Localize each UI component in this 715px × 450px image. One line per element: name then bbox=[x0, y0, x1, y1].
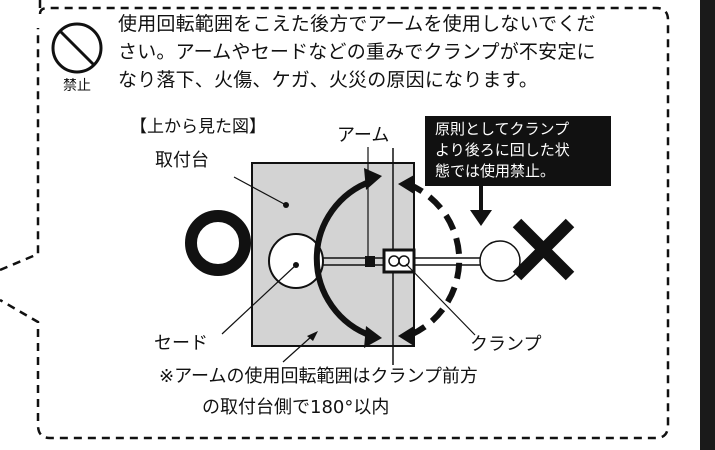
leader-mount-dot bbox=[283, 202, 289, 208]
diagram-title: 【上から見た図】 bbox=[130, 117, 266, 137]
dashed-arc-arrowhead-bottom bbox=[398, 326, 414, 346]
callout-arrowhead bbox=[470, 210, 492, 226]
dashed-bubble-tail bbox=[0, 28, 40, 272]
rotation-arc-allowed bbox=[313, 178, 373, 339]
arm-pivot bbox=[365, 256, 375, 267]
callout-line-2: より後ろに回した状 bbox=[435, 141, 570, 159]
leader-note bbox=[282, 335, 313, 363]
leader-mount bbox=[233, 176, 287, 206]
warning-line-3: なり落下、火傷、ケガ、火災の原因になります。 bbox=[118, 69, 539, 91]
arc-arrowhead-bottom bbox=[364, 326, 382, 348]
shade-circle bbox=[268, 233, 324, 289]
callout-line-3: 態では使用禁止。 bbox=[435, 162, 556, 180]
right-edge-bar bbox=[700, 0, 715, 450]
callout-line-1: 原則としてクランプ bbox=[435, 120, 570, 138]
dashed-bubble-outline bbox=[0, 0, 670, 440]
leader-shade bbox=[221, 264, 297, 335]
clamp-knob-right bbox=[398, 255, 410, 267]
leader-note-arrowhead bbox=[307, 331, 318, 341]
leader-shade-dot bbox=[293, 262, 299, 268]
prohibition-label: 禁止 bbox=[63, 78, 91, 94]
prohibition-icon bbox=[51, 22, 103, 74]
warning-line-2: さい。アームやセードなどの重みでクランプが不安定に bbox=[118, 41, 596, 63]
label-mount: 取付台 bbox=[155, 150, 209, 171]
note-line-1: ※アームの使用回転範囲はクランプ前方 bbox=[159, 366, 478, 387]
leader-clamp bbox=[405, 263, 476, 336]
ok-circle-icon bbox=[185, 210, 251, 276]
shade-circle-prohibited bbox=[479, 240, 521, 282]
dashed-arc-arrowhead-top bbox=[398, 175, 414, 194]
ng-cross-icon bbox=[512, 218, 575, 281]
label-clamp: クランプ bbox=[470, 334, 542, 355]
note-line-2: の取付台側で180°以内 bbox=[202, 397, 390, 418]
callout-box: 原則としてクランプ より後ろに回した状 態では使用禁止。 bbox=[425, 116, 611, 186]
label-arm: アーム bbox=[337, 125, 390, 146]
warning-line-1: 使用回転範囲をこえた後方でアームを使用しないでくだ bbox=[118, 13, 596, 35]
label-shade: セード bbox=[154, 333, 208, 354]
rotation-arc-prohibited bbox=[406, 181, 463, 339]
